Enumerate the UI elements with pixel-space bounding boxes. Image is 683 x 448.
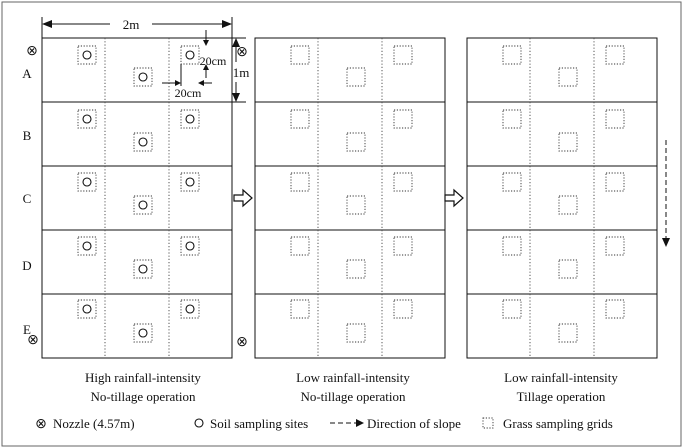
- soil-sampling-site: [82, 50, 92, 60]
- row-label-b: B: [23, 128, 32, 143]
- grass-sampling-grid: [290, 299, 310, 319]
- arrow-left-icon: [198, 80, 204, 86]
- grass-sampling-grid: [290, 236, 310, 256]
- panel-transition-arrow-icon: [233, 188, 253, 208]
- arrow-right-icon: [175, 80, 181, 86]
- horizontal-offset-label: 20cm: [175, 86, 202, 100]
- plot-panel-3: [466, 37, 658, 359]
- legend-grass-label: Grass sampling grids: [503, 416, 613, 431]
- row-label-d: D: [22, 258, 31, 273]
- legend-slope-label: Direction of slope: [367, 416, 461, 431]
- soil-sampling-site: [82, 304, 92, 314]
- grass-sampling-grid: [558, 195, 578, 215]
- row-label-a: A: [22, 66, 32, 81]
- height-dimension-label: 1m: [233, 65, 250, 80]
- grass-sampling-grid: [346, 67, 366, 87]
- grass-sampling-grid: [502, 172, 522, 192]
- arrow-right-icon: [222, 20, 232, 28]
- panel-2-caption-line1: Low rainfall-intensity: [296, 370, 410, 385]
- grass-sampling-grid: [393, 109, 413, 129]
- plot-panel-2: [254, 37, 446, 359]
- arrow-up-icon: [232, 38, 240, 47]
- arrow-left-icon: [42, 20, 52, 28]
- soil-sampling-site: [82, 114, 92, 124]
- legend-soil-label: Soil sampling sites: [210, 416, 308, 431]
- grass-sampling-grid: [393, 299, 413, 319]
- panel-3-caption-line1: Low rainfall-intensity: [504, 370, 618, 385]
- nozzle-icon: ⊗: [236, 335, 248, 350]
- arrow-down-icon: [203, 40, 209, 46]
- legend-grass-grid-icon: [482, 417, 494, 429]
- grass-sampling-grid: [290, 109, 310, 129]
- width-dimension-label: 2m: [123, 17, 140, 32]
- grass-sampling-grid: [558, 259, 578, 279]
- plot-panel-1: [41, 37, 233, 359]
- soil-sampling-site: [138, 328, 148, 338]
- panel-1-caption-line2: No-tillage operation: [90, 389, 196, 404]
- legend-nozzle-label: Nozzle (4.57m): [53, 416, 135, 431]
- panel-1-caption-line1: High rainfall-intensity: [85, 370, 201, 385]
- grass-sampling-grid: [502, 45, 522, 65]
- soil-sampling-site: [138, 264, 148, 274]
- grass-sampling-grid: [558, 323, 578, 343]
- slope-direction-arrow-icon: [662, 238, 670, 247]
- vertical-offset-label: 20cm: [200, 54, 227, 68]
- panel-outline: [41, 37, 233, 359]
- plot-panels: [41, 37, 658, 359]
- arrow-down-icon: [232, 93, 240, 102]
- grass-sampling-grid: [558, 67, 578, 87]
- grass-sampling-grid: [502, 299, 522, 319]
- grass-sampling-grid: [502, 236, 522, 256]
- grass-sampling-grid: [605, 172, 625, 192]
- grass-sampling-grid: [346, 323, 366, 343]
- legend-soil-site-icon: [194, 418, 204, 428]
- grass-sampling-grid: [605, 45, 625, 65]
- soil-sampling-site: [138, 72, 148, 82]
- soil-sampling-site: [185, 304, 195, 314]
- panel-outline: [466, 37, 658, 359]
- grass-sampling-grid: [393, 236, 413, 256]
- soil-sampling-site: [82, 241, 92, 251]
- grass-sampling-grid: [393, 172, 413, 192]
- grass-sampling-grid: [393, 45, 413, 65]
- grass-sampling-grid: [502, 109, 522, 129]
- soil-sampling-site: [185, 50, 195, 60]
- panel-3-caption-line2: Tillage operation: [517, 389, 606, 404]
- grass-sampling-grid: [346, 259, 366, 279]
- nozzle-icon: ⊗: [27, 333, 39, 348]
- grass-sampling-grid: [605, 236, 625, 256]
- arrow-up-icon: [203, 64, 209, 70]
- soil-sampling-site: [82, 177, 92, 187]
- grass-sampling-grid: [605, 299, 625, 319]
- soil-sampling-site: [185, 241, 195, 251]
- nozzle-icon: ⊗: [26, 44, 38, 59]
- panel-2-caption-line2: No-tillage operation: [300, 389, 406, 404]
- soil-sampling-site: [185, 177, 195, 187]
- grass-sampling-grid: [558, 132, 578, 152]
- soil-sampling-site: [185, 114, 195, 124]
- row-label-e: E: [23, 322, 31, 337]
- annotations: [41, 17, 670, 247]
- soil-sampling-site: [138, 137, 148, 147]
- row-label-c: C: [23, 191, 32, 206]
- grass-sampling-grid: [605, 109, 625, 129]
- panel-transition-arrow-icon: [444, 188, 464, 208]
- grass-sampling-grid: [290, 45, 310, 65]
- soil-sampling-site: [138, 200, 148, 210]
- nozzle-icon: ⊗: [236, 45, 248, 60]
- legend-slope-arrow-icon: [356, 419, 364, 427]
- grass-sampling-grid: [346, 195, 366, 215]
- grass-sampling-grid: [346, 132, 366, 152]
- grass-sampling-grid: [290, 172, 310, 192]
- legend-nozzle-icon: ⊗: [35, 417, 47, 432]
